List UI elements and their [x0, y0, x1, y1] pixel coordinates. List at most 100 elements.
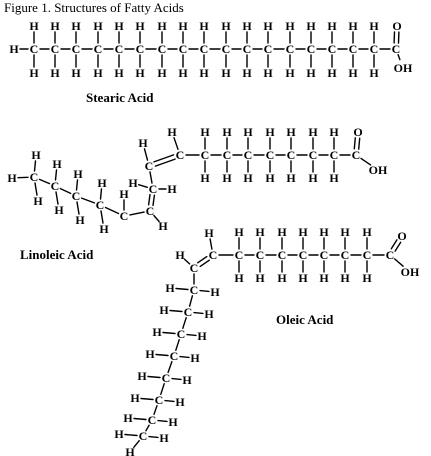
- single-bond: [55, 191, 59, 205]
- carbon-atom: C: [51, 42, 60, 56]
- hydrogen-atom: H: [369, 66, 379, 80]
- hydrogen-atom: H: [123, 411, 133, 425]
- carbon-atom: C: [94, 42, 103, 56]
- single-bond: [76, 201, 80, 215]
- hydrogen-atom: H: [167, 125, 177, 139]
- carbon-atom: C: [176, 148, 185, 162]
- oleic-acid-label: Oleic Acid: [276, 312, 334, 327]
- hydrogen-atom: H: [308, 171, 318, 185]
- hydrogen-atom: H: [222, 125, 232, 139]
- hydrogen-atom: H: [168, 415, 178, 429]
- single-bond: [137, 183, 149, 189]
- hydrogen-atom: H: [135, 19, 145, 33]
- hydrogen-atom: H: [158, 219, 168, 233]
- single-bond: [188, 295, 194, 307]
- carbon-atom: C: [299, 248, 308, 262]
- single-bond: [179, 355, 190, 359]
- carboxyl-carbon: C: [352, 148, 361, 162]
- double-bond: [196, 255, 208, 264]
- hydrogen-atom: H: [255, 225, 265, 239]
- carbon-atom: C: [244, 148, 253, 162]
- hydrogen-atom: H: [221, 19, 231, 33]
- hydrogen-atom: H: [7, 171, 17, 185]
- single-bond: [153, 405, 158, 415]
- oxygen-atom: O: [353, 125, 362, 139]
- hydrogen-atom: H: [242, 66, 252, 80]
- hydrogen-atom: H: [243, 125, 253, 139]
- single-bond: [124, 433, 138, 437]
- hydrogen-atom: H: [93, 66, 103, 80]
- hydrogen-atom: H: [97, 176, 107, 190]
- carboxyl-carbon: C: [386, 248, 395, 262]
- single-bond: [148, 435, 159, 439]
- hydrogen-atom: H: [340, 225, 350, 239]
- single-bond: [143, 148, 149, 161]
- stearic-acid-label: Stearic Acid: [86, 90, 154, 105]
- hydrogen-atom: H: [265, 171, 275, 185]
- hydrogen-atom: H: [277, 225, 287, 239]
- hydrogen-atom: H: [54, 203, 64, 217]
- hydrogen-atom: H: [71, 66, 81, 80]
- hydrogen-atom: H: [263, 66, 273, 80]
- hydrogen-atom: H: [243, 171, 253, 185]
- hydrogen-atom: H: [50, 19, 60, 33]
- hydrogen-atom: H: [234, 225, 244, 239]
- carbon-atom: C: [307, 42, 316, 56]
- single-bond: [164, 399, 175, 403]
- carbon-atom: C: [287, 148, 296, 162]
- hydrogen-atom: H: [114, 66, 124, 80]
- hydrogen-atom: H: [285, 66, 295, 80]
- hydrogen-atom: H: [263, 19, 273, 33]
- hydrogen-atom: H: [348, 19, 358, 33]
- hydrogen-atom: H: [175, 395, 185, 409]
- carbon-atom: C: [264, 42, 273, 56]
- carbon-atom: C: [96, 198, 105, 212]
- hydrogen-atom: H: [285, 19, 295, 33]
- double-bond: [394, 241, 402, 252]
- carbon-atom: C: [72, 189, 81, 203]
- carbon-atom: C: [370, 42, 379, 56]
- double-bond: [353, 137, 356, 150]
- single-bond: [33, 160, 37, 172]
- hydrogen-atom: H: [348, 66, 358, 80]
- carbon-atom: C: [155, 393, 164, 407]
- carbon-atom: C: [223, 148, 232, 162]
- molecule-labels: Stearic Acid Linoleic Acid Oleic Acid: [20, 90, 334, 327]
- single-bond: [199, 289, 210, 293]
- hydrogen-atom: H: [75, 213, 85, 227]
- single-bond: [175, 287, 189, 291]
- bond-lines: [17, 31, 404, 448]
- hydrogen-atom: H: [255, 271, 265, 285]
- single-bond: [162, 331, 176, 335]
- single-bond: [80, 197, 96, 204]
- hydrogen-atom: H: [308, 125, 318, 139]
- single-bond: [173, 136, 179, 151]
- hydrogen-atom: H: [327, 19, 337, 33]
- hydrogen-atom: H: [29, 19, 39, 33]
- hydrogen-atom: H: [125, 445, 135, 456]
- carbon-atom: C: [222, 42, 231, 56]
- hydrogen-atom: H: [298, 225, 308, 239]
- single-bond: [38, 178, 51, 185]
- hydrogen-atom: H: [286, 171, 296, 185]
- carbon-atom: C: [190, 283, 199, 297]
- carbon-atom: C: [149, 182, 158, 196]
- hydrogen-atom: H: [319, 225, 329, 239]
- carbon-atom: C: [115, 42, 124, 56]
- double-bond: [390, 239, 398, 250]
- single-bond: [149, 171, 153, 184]
- hydroxyl-group: OH: [369, 163, 388, 177]
- double-bond: [152, 194, 156, 207]
- carbon-atom: C: [148, 413, 157, 427]
- hydrogen-atom: H: [50, 66, 60, 80]
- hydrogen-atom: H: [369, 19, 379, 33]
- carbon-atom: C: [30, 42, 39, 56]
- double-bond: [154, 158, 176, 167]
- carbon-atom: C: [349, 42, 358, 56]
- carbon-atom: C: [266, 148, 275, 162]
- single-bond: [155, 353, 169, 357]
- hydrogen-atom: H: [199, 19, 209, 33]
- carbon-atom: C: [363, 248, 372, 262]
- carbon-atom: C: [158, 42, 167, 56]
- carbon-atom: C: [190, 261, 199, 275]
